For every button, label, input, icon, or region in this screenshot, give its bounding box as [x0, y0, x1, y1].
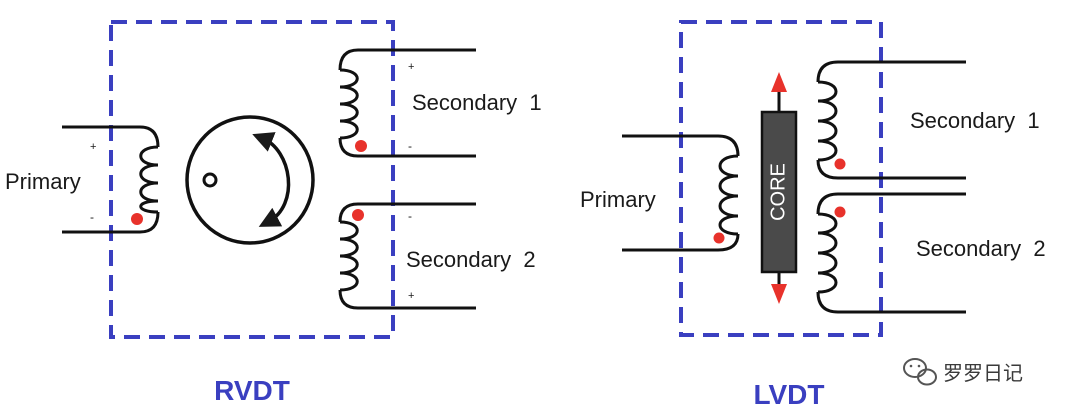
rvdt-s1-minus: -	[408, 139, 412, 153]
lvdt-diagram: Primary CORE Secondary 1 S	[580, 20, 1046, 410]
lvdt-core: CORE	[760, 72, 798, 304]
lvdt-secondary1-coil	[816, 60, 966, 180]
wechat-icon	[903, 358, 937, 386]
lvdt-secondary2-label: Secondary 2	[916, 236, 1046, 261]
rvdt-secondary1-coil	[338, 48, 476, 158]
lvdt-title: LVDT	[753, 379, 824, 410]
lvdt-primary-coil	[622, 134, 740, 252]
lvdt-secondary2-coil	[816, 192, 966, 314]
lvdt-core-label: CORE	[767, 163, 789, 221]
rvdt-secondary1-label: Secondary 1	[412, 90, 542, 115]
rvdt-secondary2-dot	[352, 209, 364, 221]
rvdt-rotation-arrow	[252, 132, 291, 227]
rvdt-primary-coil	[62, 125, 160, 234]
rvdt-s2-minus: -	[408, 209, 412, 223]
lvdt-arrow-down-icon	[771, 284, 787, 304]
rvdt-rotor-circle	[185, 115, 315, 245]
rvdt-s1-plus: +	[408, 61, 414, 73]
rvdt-secondary1-dot	[355, 140, 367, 152]
rvdt-s2-plus: +	[408, 290, 414, 302]
lvdt-secondary1-dot	[834, 158, 846, 170]
rvdt-diagram: + - Primary + - Secondary 1 - +	[5, 20, 542, 406]
rvdt-rotor-pivot	[202, 172, 218, 188]
lvdt-core-bar	[760, 110, 798, 274]
lvdt-primary-dot	[713, 232, 725, 244]
rvdt-primary-minus: -	[90, 210, 94, 224]
rvdt-secondary2-coil	[338, 202, 476, 310]
lvdt-secondary2-dot	[834, 206, 846, 218]
rvdt-primary-dot	[131, 213, 143, 225]
watermark: 罗罗日记	[903, 358, 1023, 386]
rvdt-title: RVDT	[214, 375, 290, 406]
lvdt-primary-label: Primary	[580, 187, 656, 212]
rvdt-secondary2-label: Secondary 2	[406, 247, 536, 272]
rvdt-primary-plus: +	[90, 141, 96, 153]
rvdt-primary-label: Primary	[5, 169, 81, 194]
rvdt-rotor	[185, 115, 315, 245]
lvdt-arrow-up-icon	[771, 72, 787, 92]
lvdt-secondary1-label: Secondary 1	[910, 108, 1040, 133]
watermark-text: 罗罗日记	[943, 361, 1023, 385]
rvdt-frame	[109, 20, 395, 339]
